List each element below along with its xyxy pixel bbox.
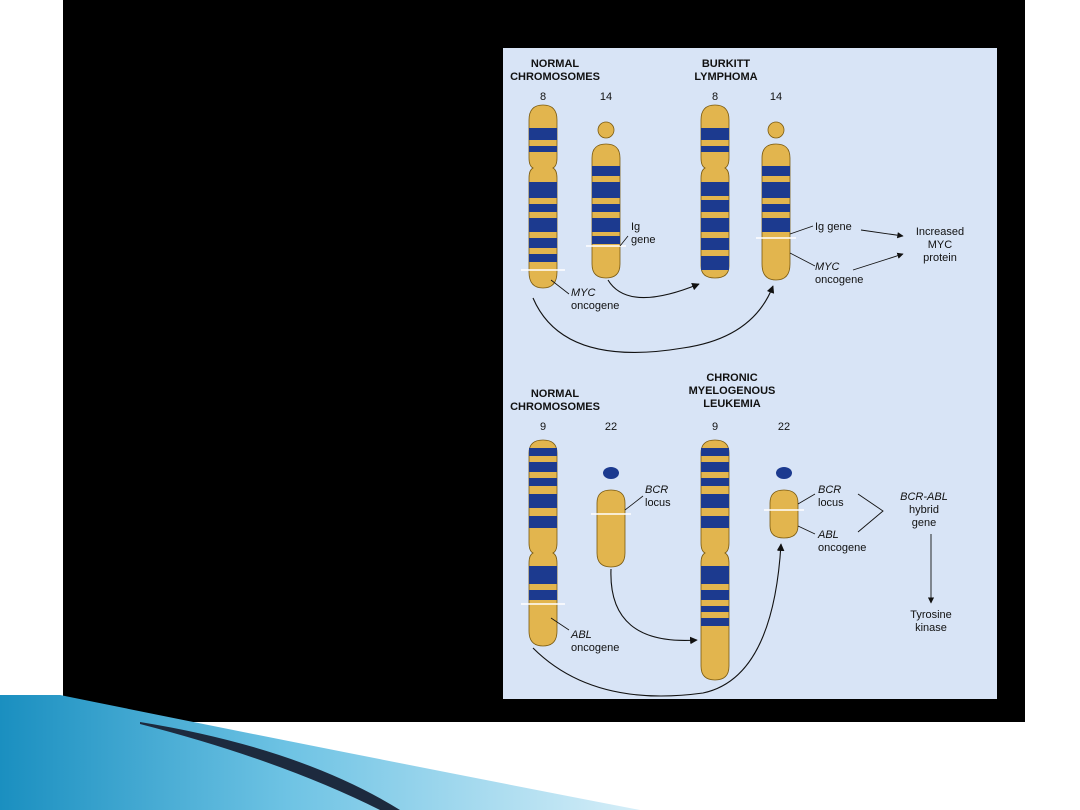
myc-translocated-label-line2: oncogene <box>815 274 863 286</box>
bottom-disease-title-line2: MYELOGENOUS <box>689 385 776 397</box>
chr-number-label: 8 <box>712 91 718 103</box>
translocation-arrow <box>607 279 700 299</box>
chromosome-14-normal <box>586 121 626 279</box>
chr-number-label: 22 <box>605 421 617 433</box>
chromosome-8-normal <box>521 104 565 289</box>
chromosome-9-derivative <box>700 439 730 681</box>
translocation-arrow <box>532 543 785 697</box>
chr-number-label: 9 <box>540 421 546 433</box>
chromosome-8-derivative <box>700 104 730 279</box>
bcr-label-line1: BCR <box>645 484 668 496</box>
chr-number-label: 9 <box>712 421 718 433</box>
bottom-normal-title-line1: NORMAL <box>531 388 580 400</box>
ig-gene-label-line2: gene <box>631 234 655 246</box>
chromosome-22-normal <box>591 467 631 568</box>
bcr-label-line2: locus <box>645 497 671 509</box>
bcr-translocated-label-line2: locus <box>818 497 844 509</box>
chr-number-label: 8 <box>540 91 546 103</box>
abl-translocated-label-line1: ABL <box>817 529 839 541</box>
bottom-disease-title-line1: CHRONIC <box>706 372 757 384</box>
tyrosine-kinase-label-line1: Tyrosine <box>910 609 952 621</box>
chr-number-label: 14 <box>770 91 782 103</box>
top-normal-title-line1: NORMAL <box>531 58 580 70</box>
chromosome-9-normal <box>521 439 565 647</box>
top-normal-title-line2: CHROMOSOMES <box>510 71 600 83</box>
myc-label-line2: oncogene <box>571 300 619 312</box>
top-disease-title-line1: BURKITT <box>702 58 751 70</box>
decorative-swoosh <box>0 695 640 810</box>
top-disease-title-line2: LYMPHOMA <box>694 71 757 83</box>
result-label-line2: MYC <box>928 239 953 251</box>
hybrid-label-line2: hybrid <box>909 504 939 516</box>
translocation-diagram: NORMAL CHROMOSOMES BURKITT LYMPHOMA 8 14… <box>510 58 964 697</box>
myc-label-line1: MYC <box>571 287 596 299</box>
chromosome-14-derivative <box>756 121 796 281</box>
myc-translocated-label-line1: MYC <box>815 261 840 273</box>
bottom-panel: NORMAL CHROMOSOMES CHRONIC MYELOGENOUS L… <box>510 372 952 697</box>
bcr-translocated-label-line1: BCR <box>818 484 841 496</box>
chromosome-22-derivative <box>764 467 804 539</box>
translocation-arrow <box>610 568 698 645</box>
result-label-line3: protein <box>923 252 957 264</box>
hybrid-label-line1: BCR-ABL <box>900 491 948 503</box>
hybrid-label-line3: gene <box>912 517 936 529</box>
abl-translocated-label-line2: oncogene <box>818 542 866 554</box>
abl-label-line2: oncogene <box>571 642 619 654</box>
translocation-figure: NORMAL CHROMOSOMES BURKITT LYMPHOMA 8 14… <box>503 48 997 699</box>
tyrosine-kinase-label-line2: kinase <box>915 622 947 634</box>
ig-gene-translocated-label: Ig gene <box>815 221 852 233</box>
ig-gene-label-line1: Ig <box>631 221 640 233</box>
bottom-disease-title-line3: LEUKEMIA <box>703 398 761 410</box>
top-panel: NORMAL CHROMOSOMES BURKITT LYMPHOMA 8 14… <box>510 58 964 353</box>
result-label-line1: Increased <box>916 226 964 238</box>
bracket <box>857 493 884 533</box>
translocation-arrow <box>532 285 775 353</box>
abl-label-line1: ABL <box>570 629 592 641</box>
chr-number-label: 14 <box>600 91 612 103</box>
bottom-normal-title-line2: CHROMOSOMES <box>510 401 600 413</box>
chr-number-label: 22 <box>778 421 790 433</box>
